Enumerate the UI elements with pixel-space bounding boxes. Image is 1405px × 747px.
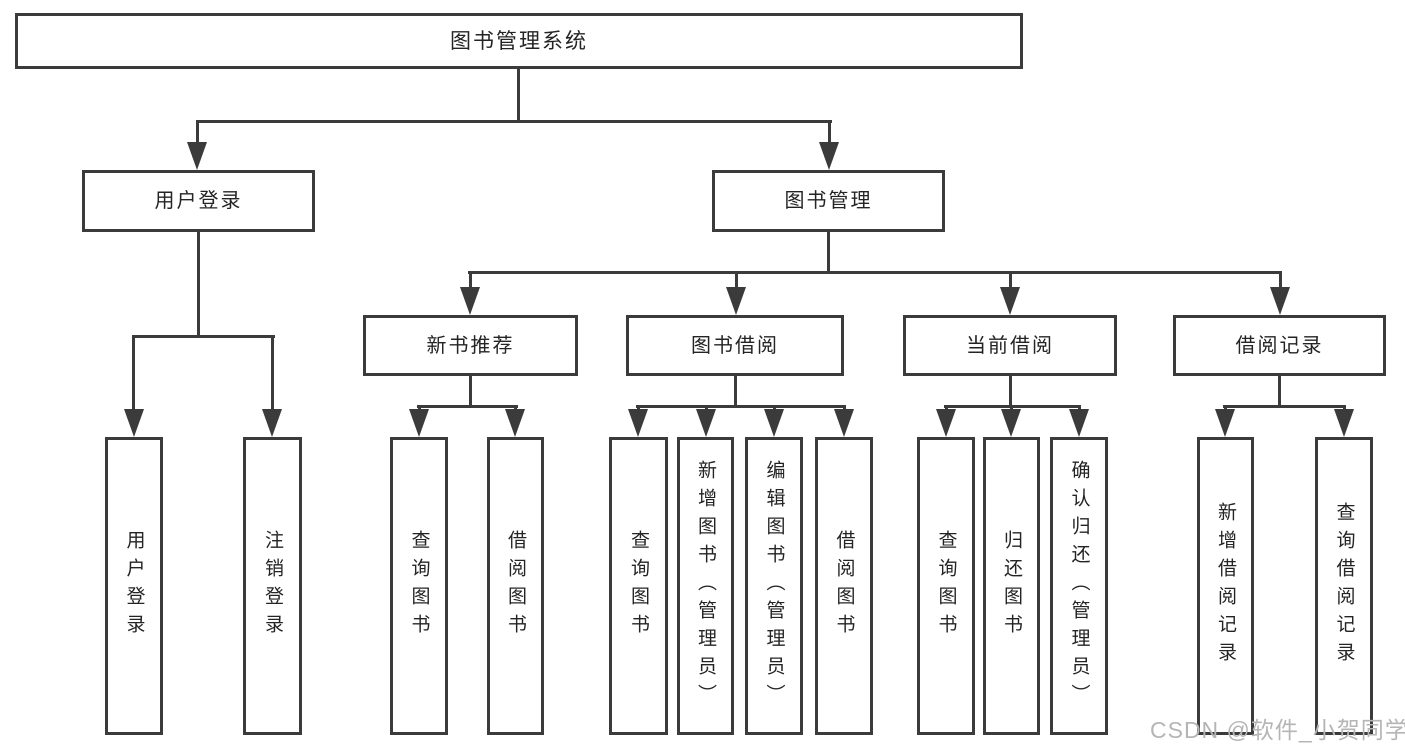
connector-line: [636, 405, 846, 408]
connector-line: [271, 335, 274, 412]
arrowhead-down-icon: [1215, 409, 1235, 437]
node-root-label: 图书管理系统: [450, 29, 588, 53]
node-cb-confirm-return-admin-label: 确认归还（管理员）: [1068, 460, 1090, 712]
node-book-management: 图书管理: [712, 170, 945, 232]
node-nb-query-book-label: 查询图书: [408, 530, 430, 642]
connector-line: [734, 375, 737, 408]
node-book-borrow: 图书借阅: [626, 315, 844, 376]
arrowhead-down-icon: [460, 287, 480, 315]
connector-line: [1009, 271, 1012, 291]
arrowhead-down-icon: [834, 409, 854, 437]
node-bb-query-book-label: 查询图书: [628, 530, 649, 642]
arrowhead-down-icon: [1000, 287, 1020, 315]
node-br-query-record: 查询借阅记录: [1315, 437, 1373, 735]
connector-line: [469, 271, 472, 291]
node-nb-borrow-book-label: 借阅图书: [505, 530, 526, 642]
node-leaf-user-login: 用户登录: [105, 437, 163, 735]
csdn-watermark: CSDN @软件_小贺同学: [1150, 717, 1405, 743]
connector-line: [132, 335, 135, 412]
node-current-borrow: 当前借阅: [903, 315, 1117, 376]
node-user-login: 用户登录: [82, 170, 315, 232]
node-cb-query-book-label: 查询图书: [935, 530, 957, 642]
arrowhead-down-icon: [726, 287, 746, 315]
connector-line: [828, 120, 831, 146]
node-cb-return-book-label: 归还图书: [1001, 530, 1022, 642]
node-nb-borrow-book: 借阅图书: [487, 437, 544, 735]
connector-line: [197, 232, 200, 338]
node-new-book-recommend-label: 新书推荐: [426, 334, 515, 357]
node-bb-borrow-book: 借阅图书: [815, 437, 873, 735]
node-leaf-logout: 注销登录: [243, 437, 302, 735]
arrowhead-down-icon: [1270, 287, 1290, 315]
node-bb-add-book-admin-label: 新增图书（管理员）: [695, 460, 716, 712]
connector-line: [417, 405, 518, 408]
node-root: 图书管理系统: [15, 13, 1023, 69]
node-bb-add-book-admin: 新增图书（管理员）: [677, 437, 734, 735]
arrowhead-down-icon: [696, 409, 716, 437]
connector-line: [1223, 405, 1346, 408]
arrowhead-down-icon: [628, 409, 648, 437]
node-book-management-label: 图书管理: [784, 190, 873, 212]
connector-line: [517, 69, 520, 123]
node-bb-query-book: 查询图书: [609, 437, 668, 735]
arrowhead-down-icon: [819, 142, 839, 170]
arrowhead-down-icon: [505, 409, 525, 437]
node-br-add-record-label: 新增借阅记录: [1215, 502, 1236, 670]
node-borrow-record-label: 借阅记录: [1235, 334, 1324, 357]
node-cb-confirm-return-admin: 确认归还（管理员）: [1050, 437, 1108, 735]
arrowhead-down-icon: [124, 409, 144, 437]
node-nb-query-book: 查询图书: [390, 437, 448, 735]
node-current-borrow-label: 当前借阅: [966, 334, 1054, 357]
node-bb-borrow-book-label: 借阅图书: [833, 530, 855, 642]
arrowhead-down-icon: [1001, 409, 1021, 437]
node-cb-return-book: 归还图书: [983, 437, 1040, 735]
node-new-book-recommend: 新书推荐: [363, 315, 578, 376]
arrowhead-down-icon: [1334, 409, 1354, 437]
arrowhead-down-icon: [262, 409, 282, 437]
node-br-add-record: 新增借阅记录: [1197, 437, 1254, 735]
node-bb-edit-book-admin-label: 编辑图书（管理员）: [763, 460, 785, 712]
node-leaf-user-login-label: 用户登录: [123, 530, 145, 642]
connector-line: [1278, 375, 1281, 408]
connector-line: [827, 232, 830, 274]
node-cb-query-book: 查询图书: [917, 437, 975, 735]
connector-line: [196, 120, 832, 123]
node-book-borrow-label: 图书借阅: [691, 334, 779, 357]
arrowhead-down-icon: [187, 142, 207, 170]
node-bb-edit-book-admin: 编辑图书（管理员）: [745, 437, 803, 735]
arrowhead-down-icon: [764, 409, 784, 437]
node-leaf-logout-label: 注销登录: [262, 530, 283, 642]
connector-line: [735, 271, 738, 291]
connector-line: [468, 271, 1282, 274]
arrowhead-down-icon: [409, 409, 429, 437]
arrowhead-down-icon: [1069, 409, 1089, 437]
node-br-query-record-label: 查询借阅记录: [1333, 502, 1355, 670]
connector-line: [132, 335, 275, 338]
connector-line: [1279, 271, 1282, 291]
arrowhead-down-icon: [936, 409, 956, 437]
node-user-login-label: 用户登录: [154, 190, 243, 212]
connector-line: [1009, 375, 1012, 408]
node-borrow-record: 借阅记录: [1173, 315, 1386, 376]
connector-line: [196, 120, 199, 146]
connector-line: [469, 375, 472, 408]
